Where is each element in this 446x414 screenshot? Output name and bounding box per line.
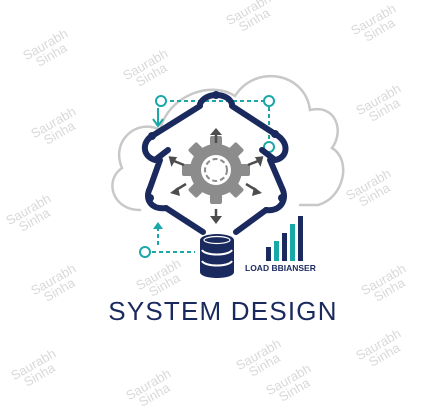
page-title: SYSTEM DESIGN [108,296,338,326]
bar-chart-icon [266,216,303,261]
teal-dashed-connectors [152,100,270,253]
teal-connector-endpoints [139,95,275,258]
teal-arrow-icon [153,222,163,229]
arrow-icon [168,128,264,224]
load-balancer-label: LOAD BBIANSER [245,263,316,273]
network-node-joints [146,91,286,202]
database-icon [200,234,234,278]
gear-icon [182,136,250,204]
teal-arrow-icon [152,108,164,128]
cloud-icon [111,74,345,212]
